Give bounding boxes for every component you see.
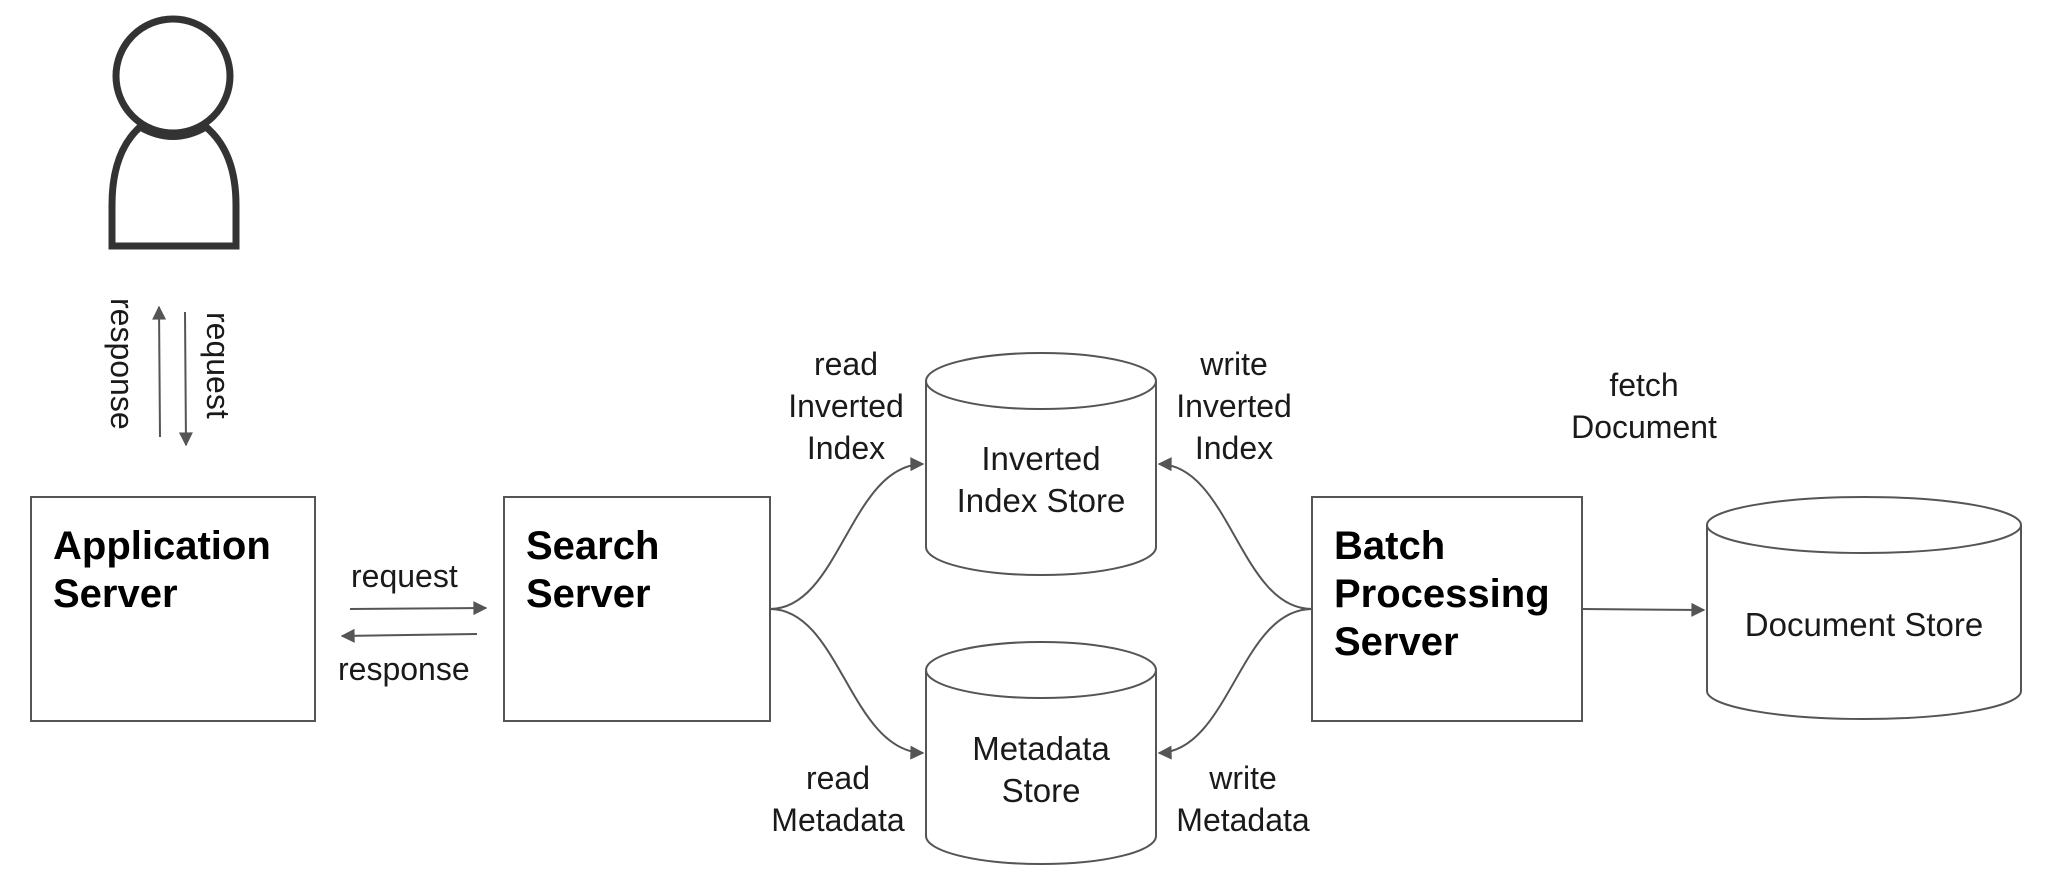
app-request-label: request	[351, 558, 458, 594]
batch-processing-server-box: Batch Processing Server	[1311, 496, 1583, 722]
svg-text:write: write	[1208, 760, 1277, 796]
read-metadata-edge	[769, 608, 925, 760]
metadata-store-label-2: Store	[1002, 772, 1081, 809]
batch-server-title-2: Processing	[1334, 572, 1550, 616]
write-metadata-label: write Metadata	[1176, 760, 1310, 838]
svg-text:Metadata: Metadata	[771, 802, 905, 838]
svg-text:read: read	[814, 346, 878, 382]
write-inverted-index-edge	[1157, 457, 1313, 610]
write-metadata-edge	[1157, 608, 1313, 760]
svg-text:read: read	[806, 760, 870, 796]
document-store-cylinder: Document Store	[1706, 496, 2022, 720]
metadata-store-cylinder: Metadata Store	[925, 641, 1157, 865]
application-server-box: Application Server	[30, 496, 316, 722]
svg-text:Inverted: Inverted	[788, 388, 904, 424]
batch-server-title-3: Server	[1334, 620, 1459, 664]
user-request-label: request	[200, 312, 236, 419]
document-store-label: Document Store	[1745, 606, 1983, 643]
inverted-index-store-label-1: Inverted	[981, 440, 1100, 477]
svg-text:write: write	[1199, 346, 1268, 382]
search-server-title-2: Server	[526, 572, 651, 616]
read-inverted-index-edge	[769, 457, 925, 610]
application-server-title-1: Application	[53, 524, 271, 568]
batch-server-title-1: Batch	[1334, 524, 1445, 568]
inverted-index-store-label-2: Index Store	[957, 482, 1126, 519]
fetch-document-label: fetch Document	[1571, 367, 1717, 445]
app-response-label: response	[338, 651, 470, 687]
person-icon	[108, 15, 240, 250]
request-arrow-down	[178, 311, 193, 447]
search-server-title-1: Search	[526, 524, 659, 568]
metadata-store-label-1: Metadata	[972, 730, 1110, 767]
app-search-link: request response	[338, 558, 488, 687]
svg-text:Index: Index	[807, 430, 885, 466]
svg-text:Document: Document	[1571, 409, 1717, 445]
app-response-arrow	[340, 628, 478, 643]
inverted-index-store-cylinder: Inverted Index Store	[925, 352, 1157, 576]
search-server-box: Search Server	[503, 496, 771, 722]
response-arrow-up	[152, 305, 167, 438]
svg-text:Metadata: Metadata	[1176, 802, 1310, 838]
fetch-document-edge	[1581, 602, 1706, 617]
svg-text:Inverted: Inverted	[1176, 388, 1292, 424]
write-inverted-index-label: write Inverted Index	[1176, 346, 1292, 466]
user-link: response request	[104, 298, 236, 447]
application-server-title-2: Server	[53, 572, 178, 616]
svg-text:fetch: fetch	[1609, 367, 1678, 403]
read-metadata-label: read Metadata	[771, 760, 905, 838]
read-inverted-index-label: read Inverted Index	[788, 346, 904, 466]
svg-text:Index: Index	[1195, 430, 1273, 466]
user-response-label: response	[104, 298, 140, 430]
app-request-arrow	[349, 601, 488, 616]
